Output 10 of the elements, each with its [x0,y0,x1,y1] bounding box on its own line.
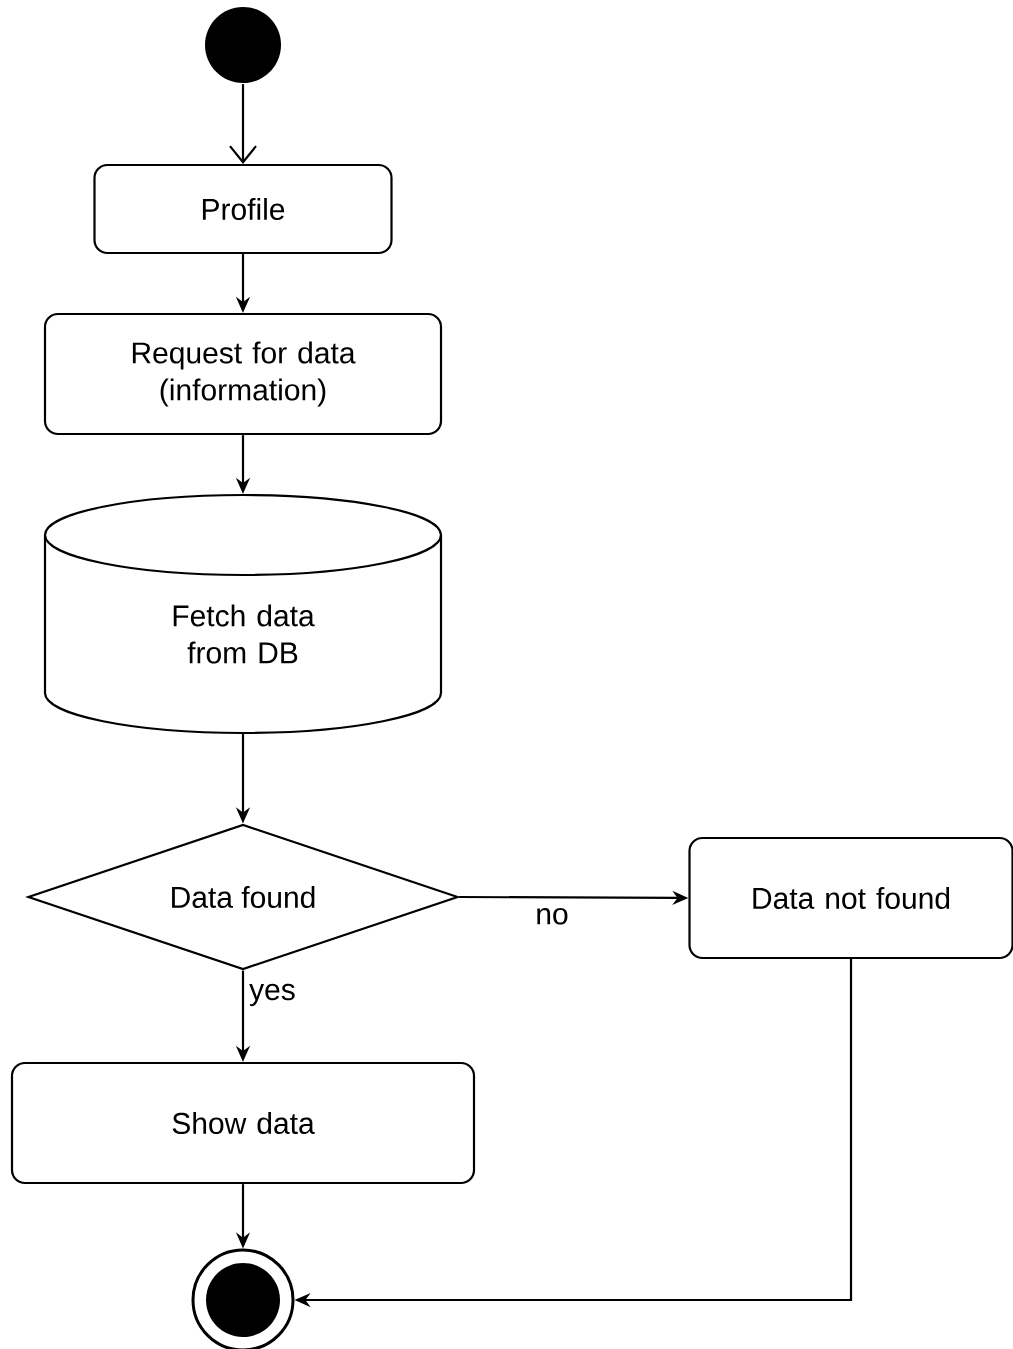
activity-box: Data not found [688,836,1013,960]
start-dot [205,7,281,83]
edge-label: no [533,906,571,927]
end-circle [191,1248,295,1349]
activity-box: Show data [10,1061,476,1185]
activity-box: Profile [93,163,393,255]
database-cylinder: Fetch data from DB [43,493,443,735]
activity-box: Request for data (information) [43,312,443,436]
edge-label: yes [247,981,298,1009]
arrow [229,84,257,164]
